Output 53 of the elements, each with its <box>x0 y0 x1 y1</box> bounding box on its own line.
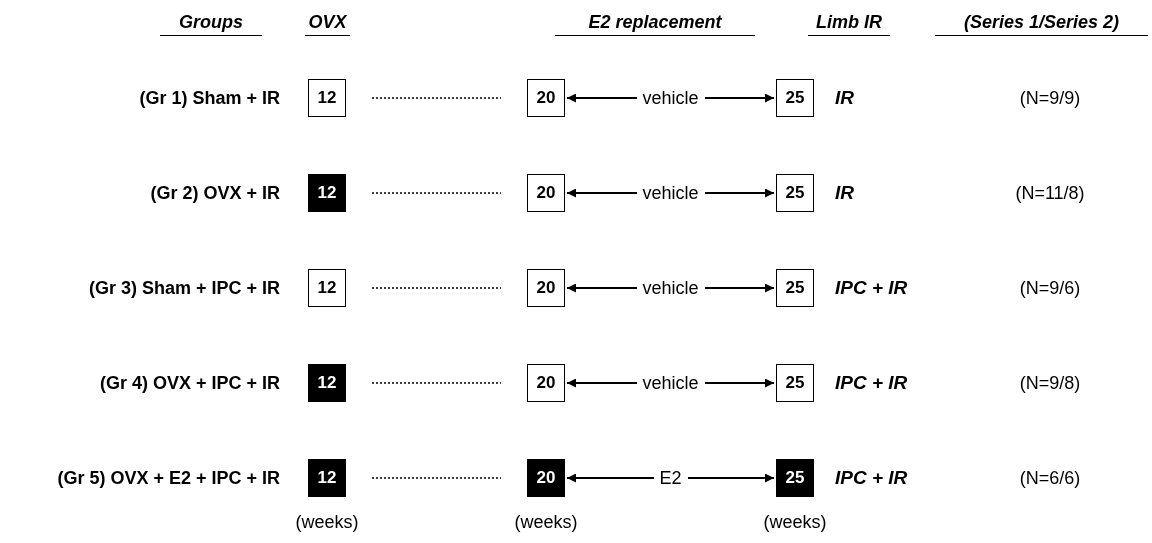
week-number: 25 <box>785 88 805 108</box>
week-number: 12 <box>317 88 337 108</box>
unit-label: (weeks) <box>514 512 578 533</box>
procedure-label: IPC + IR <box>835 372 908 394</box>
column-heading: E2 replacement <box>555 12 755 36</box>
week-number: 12 <box>317 468 337 488</box>
week-number: 20 <box>536 468 556 488</box>
dotted-line <box>371 287 502 289</box>
column-heading: (Series 1/Series 2) <box>935 12 1148 36</box>
filled-timepoint-box <box>308 459 346 497</box>
week-number: 25 <box>785 183 805 203</box>
week-number: 12 <box>317 373 337 393</box>
group-label: (Gr 3) Sham + IPC + IR <box>88 277 280 299</box>
sample-size-label: (N=9/9) <box>1019 87 1081 109</box>
dotted-line <box>371 192 502 194</box>
week-number: 25 <box>785 278 805 298</box>
sample-size-label: (N=11/8) <box>1015 182 1085 204</box>
procedure-label: IPC + IR <box>835 277 908 299</box>
procedure-label: IR <box>835 182 854 204</box>
sample-size-label: (N=6/6) <box>1019 467 1081 489</box>
timepoint-box <box>308 79 346 117</box>
timepoint-box <box>527 269 565 307</box>
week-number: 20 <box>536 183 556 203</box>
column-heading: Limb IR <box>808 12 890 36</box>
week-number: 20 <box>536 373 556 393</box>
unit-label: (weeks) <box>295 512 359 533</box>
filled-timepoint-box <box>527 459 565 497</box>
dotted-line <box>371 382 502 384</box>
group-label: (Gr 2) OVX + IR <box>150 182 280 204</box>
timepoint-box <box>308 269 346 307</box>
week-number: 20 <box>536 278 556 298</box>
procedure-label: IR <box>835 87 854 109</box>
dotted-line <box>371 97 502 99</box>
column-heading: OVX <box>305 12 350 36</box>
filled-timepoint-box <box>308 364 346 402</box>
sample-size-label: (N=9/6) <box>1019 277 1081 299</box>
week-number: 25 <box>785 373 805 393</box>
column-heading: Groups <box>160 12 262 36</box>
week-number: 12 <box>317 183 337 203</box>
dotted-line <box>371 477 502 479</box>
filled-timepoint-box <box>308 174 346 212</box>
group-label: (Gr 4) OVX + IPC + IR <box>99 372 280 394</box>
unit-label: (weeks) <box>763 512 827 533</box>
procedure-label: IPC + IR <box>835 467 908 489</box>
timepoint-box <box>527 174 565 212</box>
week-number: 20 <box>536 88 556 108</box>
group-label: (Gr 1) Sham + IR <box>139 87 280 109</box>
week-number: 25 <box>785 468 805 488</box>
timepoint-box <box>527 79 565 117</box>
timepoint-box <box>527 364 565 402</box>
sample-size-label: (N=9/8) <box>1019 372 1081 394</box>
group-label: (Gr 5) OVX + E2 + IPC + IR <box>57 467 280 489</box>
week-number: 12 <box>317 278 337 298</box>
